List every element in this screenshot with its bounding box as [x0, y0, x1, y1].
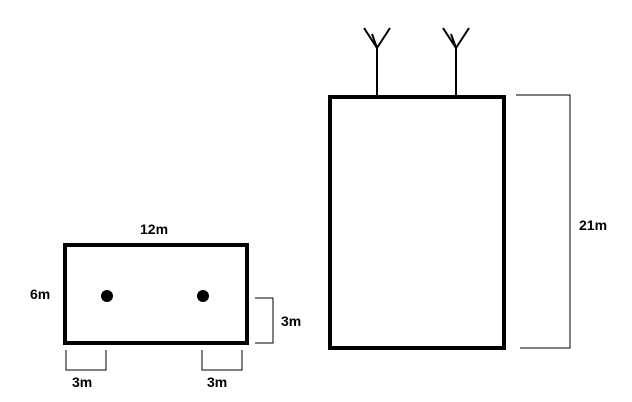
left-hole-2: [197, 290, 209, 302]
left-offset-label: 3m: [72, 374, 92, 390]
right-height-label: 21m: [579, 217, 607, 233]
antenna-icon-2: [442, 27, 470, 97]
left-hole-1: [101, 290, 113, 302]
right-figure: 21m: [328, 27, 607, 350]
right-offset-label: 3m: [207, 374, 227, 390]
left-offset-bracket: [65, 350, 107, 371]
height-dimension-bracket: [516, 94, 571, 349]
hole-height-bracket: [255, 297, 274, 344]
hole-height-label: 3m: [281, 313, 301, 329]
antenna-icon-1: [363, 27, 391, 97]
width-label: 12m: [140, 221, 168, 237]
left-rectangle: [63, 243, 249, 345]
height-label: 6m: [30, 286, 50, 302]
left-figure: 12m 6m 3m 3m 3m: [30, 221, 301, 390]
right-rectangle: [328, 95, 506, 350]
right-offset-bracket: [201, 350, 243, 371]
